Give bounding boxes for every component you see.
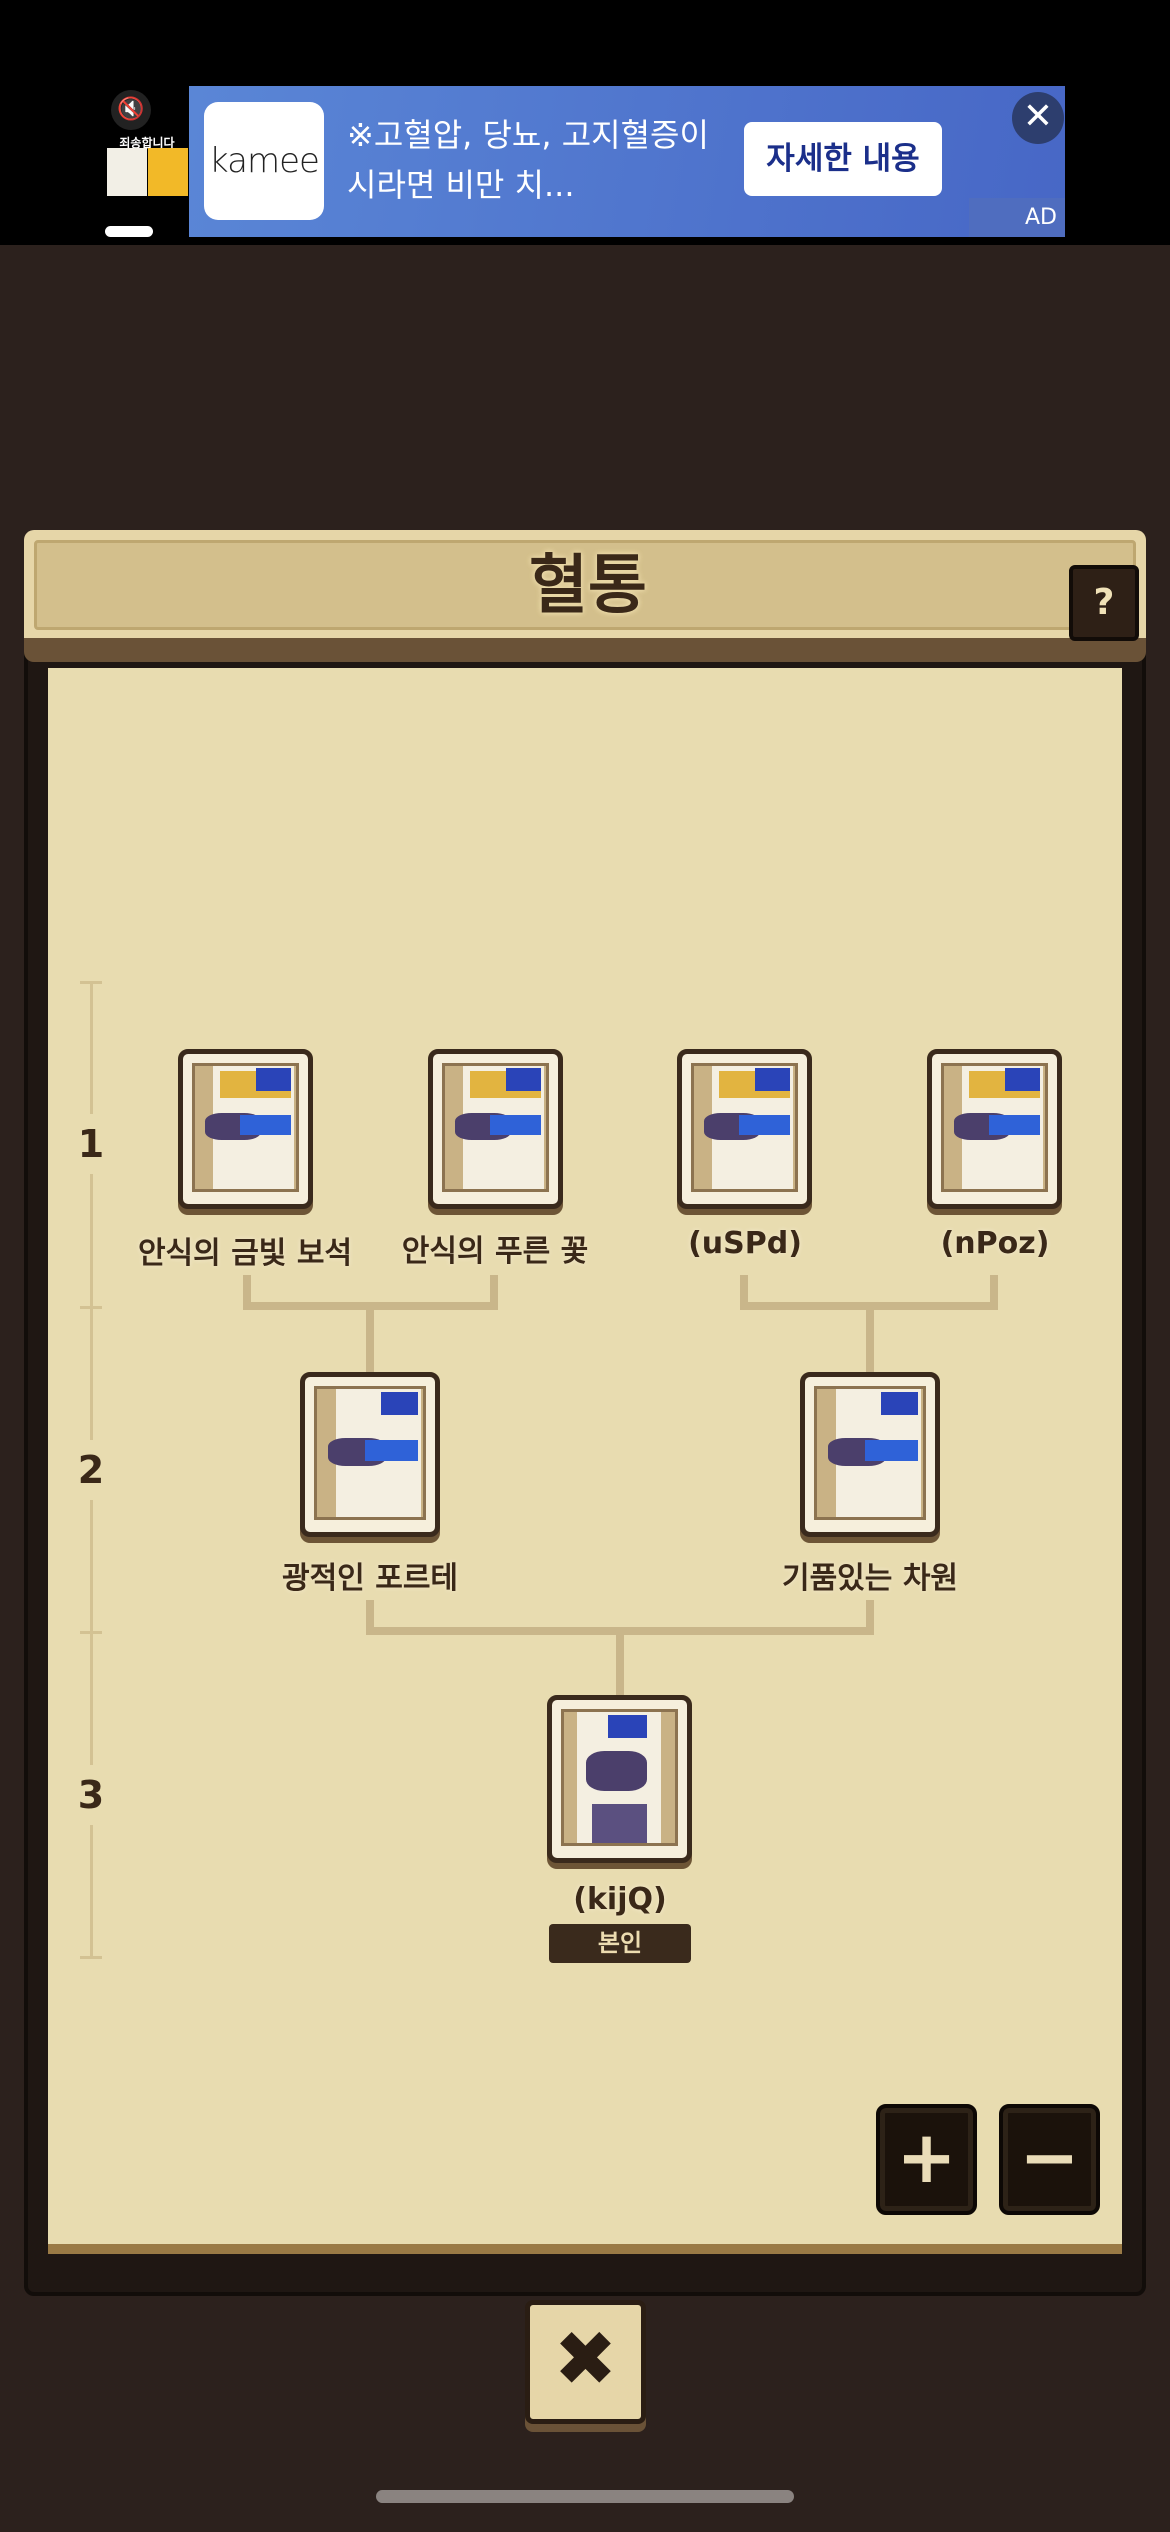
ad-cta-button[interactable]: 자세한 내용 <box>744 122 942 196</box>
connector-line <box>866 1302 874 1374</box>
close-button[interactable]: ✖ <box>525 2300 646 2424</box>
ad-indicator <box>105 226 153 237</box>
pet-card[interactable] <box>300 1372 440 1537</box>
connector-line <box>990 1275 998 1310</box>
self-badge: 본인 <box>549 1924 691 1963</box>
ad-thumbnail <box>107 148 147 196</box>
zoom-in-button[interactable]: + <box>876 2104 977 2215</box>
level-label: 1 <box>66 1114 116 1174</box>
ad-content[interactable]: kamee ※고혈압, 당뇨, 고지혈증이시라면 비만 치... 자세한 내용 … <box>189 86 1065 237</box>
pet-name: 안식의 금빛 보석 <box>137 1236 353 1271</box>
ad-banner[interactable]: 🔇 죄송합니다 kamee ※고혈압, 당뇨, 고지혈증이시라면 비만 치...… <box>105 86 1065 237</box>
axis-tick <box>80 1631 102 1634</box>
pet-card[interactable] <box>677 1049 812 1209</box>
pet-card[interactable] <box>428 1049 563 1209</box>
connector-line <box>366 1600 374 1635</box>
pet-portrait <box>442 1063 549 1192</box>
connector-line <box>740 1275 748 1310</box>
axis-tick <box>80 1306 102 1309</box>
zoom-out-button[interactable]: − <box>999 2104 1100 2215</box>
pet-portrait <box>814 1386 926 1520</box>
pet-portrait <box>561 1709 678 1846</box>
ad-brand-logo: kamee <box>204 102 324 220</box>
pet-name: 안식의 푸른 꽃 <box>401 1234 589 1269</box>
pet-portrait <box>192 1063 299 1192</box>
pet-card[interactable] <box>927 1049 1062 1209</box>
pet-name: 광적인 포르테 <box>281 1561 459 1596</box>
pet-card[interactable] <box>178 1049 313 1209</box>
connector-line <box>490 1275 498 1310</box>
ad-thumbnail <box>148 148 188 196</box>
ad-text: ※고혈압, 당뇨, 고지혈증이시라면 비만 치... <box>347 116 709 204</box>
connector-line <box>366 1302 374 1374</box>
pedigree-canvas[interactable] <box>48 668 1122 2254</box>
mute-icon[interactable]: 🔇 <box>111 90 151 130</box>
pet-portrait <box>941 1063 1048 1192</box>
pet-name: (nPoz) <box>940 1226 1050 1261</box>
ad-badge: AD <box>969 198 1065 237</box>
axis-tick <box>80 981 102 984</box>
home-indicator[interactable] <box>376 2490 794 2503</box>
ad-mute-label: 죄송합니다 <box>119 136 175 150</box>
connector-line <box>243 1275 251 1310</box>
connector-line <box>866 1600 874 1635</box>
level-label: 3 <box>66 1765 116 1825</box>
pet-name: (uSPd) <box>688 1226 802 1261</box>
pet-card[interactable] <box>800 1372 940 1537</box>
ad-side-panel: 🔇 죄송합니다 <box>105 86 189 237</box>
pet-portrait <box>314 1386 426 1520</box>
pet-portrait <box>691 1063 798 1192</box>
help-button[interactable]: ? <box>1069 565 1139 641</box>
level-label: 2 <box>66 1440 116 1500</box>
pet-card-self[interactable] <box>547 1695 692 1863</box>
page-title: 혈통 <box>529 549 647 623</box>
connector-line <box>616 1627 624 1697</box>
header-plate: 혈통 ? <box>34 540 1139 641</box>
ad-close-icon[interactable]: ✕ <box>1012 92 1064 144</box>
pet-name: 기품있는 차원 <box>781 1561 959 1596</box>
panel-header: 혈통 ? <box>24 530 1146 662</box>
axis-tick <box>80 1956 102 1959</box>
pet-name: (kijQ) <box>573 1882 667 1917</box>
